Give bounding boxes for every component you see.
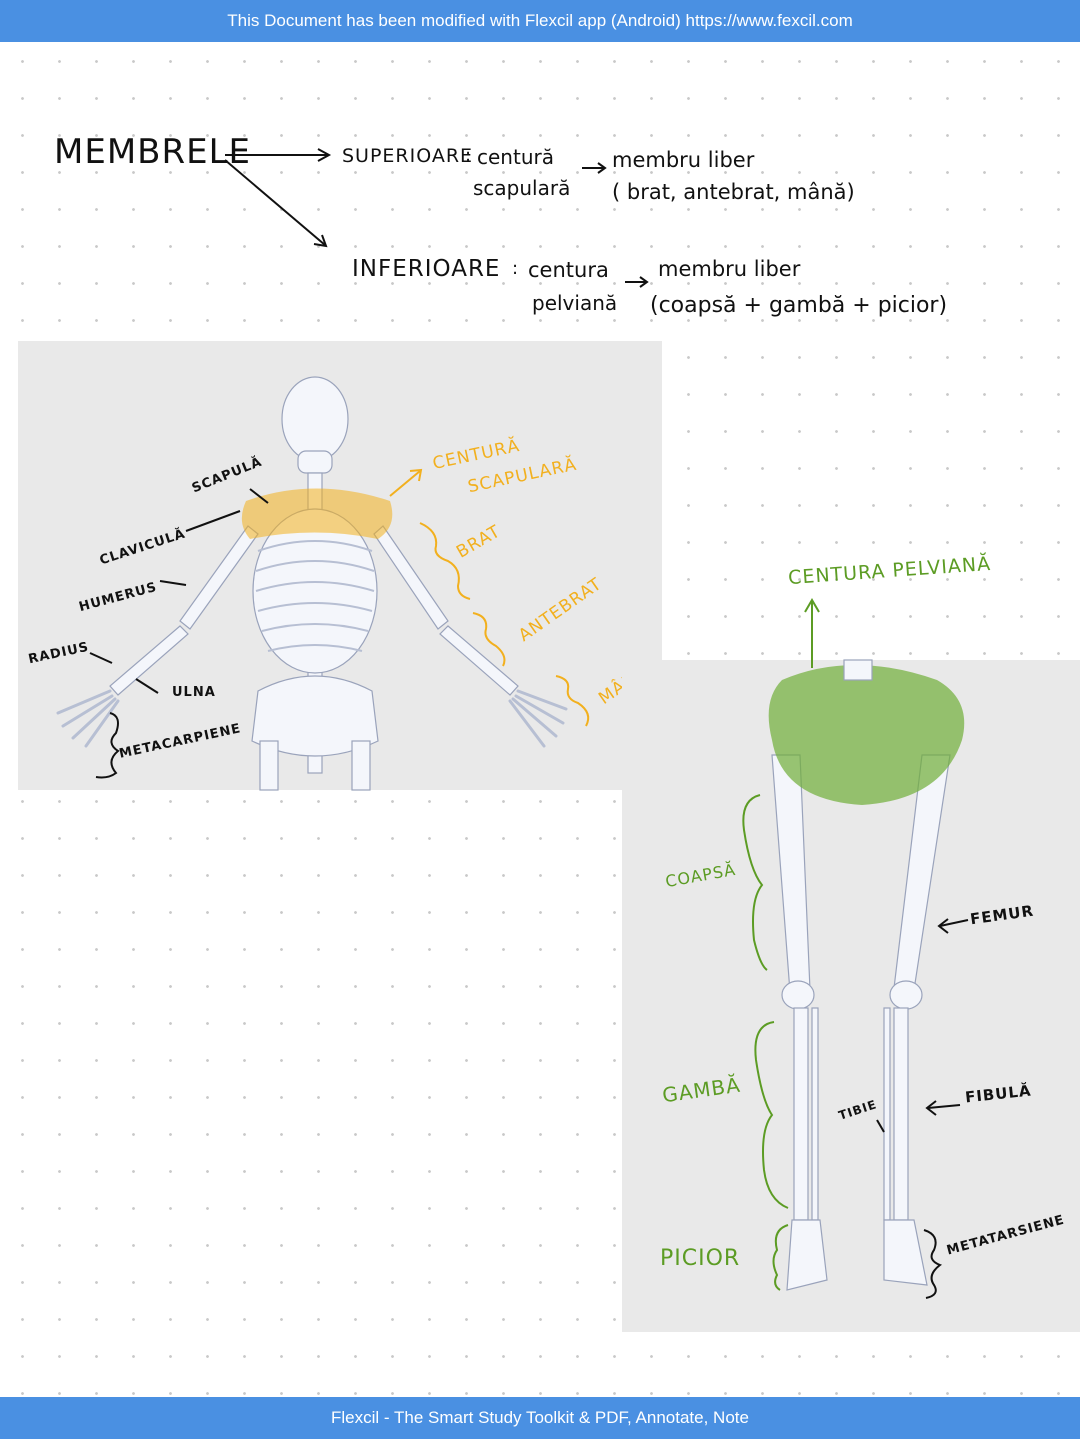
lower-free-limb-line1: membru liber [658, 257, 801, 281]
lower-free-limb-line2: (coapsă + gambă + picior) [650, 293, 948, 318]
lower-limbs-label: INFERIOARE [352, 256, 501, 282]
upper-skeleton-illustration [56, 376, 590, 791]
notes-title: MEMBRELE [54, 132, 252, 172]
upper-girdle-line2: scapulară [473, 176, 571, 200]
top-banner: This Document has been modified with Fle… [0, 0, 1080, 42]
label-centura-pelviana: CENTURA PELVIANĂ [787, 552, 992, 590]
top-banner-text: This Document has been modified with Fle… [227, 11, 853, 30]
upper-colon: : [465, 145, 472, 166]
upper-free-limb-line2: ( brat, antebrat, mână) [612, 180, 855, 204]
lower-girdle-line1: centura [528, 258, 609, 282]
bottom-banner-text: Flexcil - The Smart Study Toolkit & PDF,… [331, 1408, 749, 1427]
upper-girdle-line1: centură [477, 145, 554, 169]
label-picior: PICIOR [660, 1246, 741, 1271]
upper-limbs-label: SUPERIOARE [342, 145, 474, 167]
lower-skeleton-illustration [742, 598, 969, 1299]
arrows-notes [224, 148, 649, 288]
label-ulna: ULNA [172, 685, 216, 700]
upper-free-limb-line1: membru liber [612, 148, 755, 172]
lower-girdle-line2: pelviană [532, 291, 618, 315]
lower-colon: : [512, 258, 519, 279]
bottom-banner: Flexcil - The Smart Study Toolkit & PDF,… [0, 1397, 1080, 1439]
